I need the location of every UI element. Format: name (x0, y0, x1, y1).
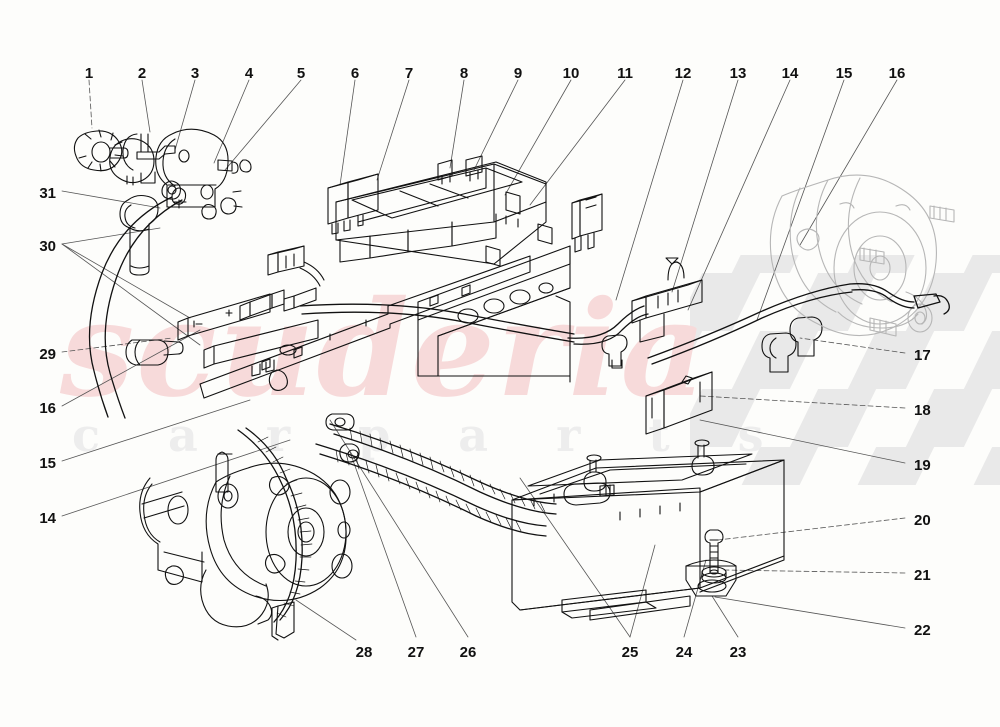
callout-1[interactable]: 1 (84, 65, 94, 82)
callout-2[interactable]: 2 (137, 65, 147, 82)
callout-26-bottom[interactable]: 26 (459, 644, 477, 661)
callout-9[interactable]: 9 (513, 65, 523, 82)
callout-16-left[interactable]: 16 (39, 400, 56, 417)
callout-6[interactable]: 6 (350, 65, 360, 82)
callout-24-bottom[interactable]: 24 (675, 644, 693, 661)
callout-15[interactable]: 15 (835, 65, 853, 82)
callout-28-bottom[interactable]: 28 (355, 644, 373, 661)
callout-23-bottom[interactable]: 23 (729, 644, 747, 661)
callout-10[interactable]: 10 (562, 65, 580, 82)
callout-15-left[interactable]: 15 (39, 455, 56, 472)
callout-16[interactable]: 16 (888, 65, 906, 82)
callout-14-left[interactable]: 14 (39, 510, 56, 527)
callout-25-bottom[interactable]: 25 (621, 644, 639, 661)
callout-22-right[interactable]: 22 (914, 622, 931, 639)
callout-3[interactable]: 3 (190, 65, 200, 82)
callout-5[interactable]: 5 (296, 65, 306, 82)
callout-20-right[interactable]: 20 (914, 512, 931, 529)
callout-8[interactable]: 8 (459, 65, 469, 82)
callout-13[interactable]: 13 (729, 65, 747, 82)
callout-11[interactable]: 11 (617, 65, 633, 82)
callout-7[interactable]: 7 (404, 65, 414, 82)
callout-14[interactable]: 14 (781, 65, 799, 82)
callout-21-right[interactable]: 21 (914, 567, 931, 584)
callout-18-right[interactable]: 18 (914, 402, 931, 419)
callout-17-right[interactable]: 17 (914, 347, 931, 364)
callout-31-left[interactable]: 31 (39, 185, 56, 202)
callout-12[interactable]: 12 (674, 65, 692, 82)
callout-29-left[interactable]: 29 (39, 346, 56, 363)
callout-27-bottom[interactable]: 27 (407, 644, 425, 661)
callout-30-left[interactable]: 30 (39, 238, 56, 255)
callout-4[interactable]: 4 (244, 65, 254, 82)
callout-19-right[interactable]: 19 (914, 457, 931, 474)
